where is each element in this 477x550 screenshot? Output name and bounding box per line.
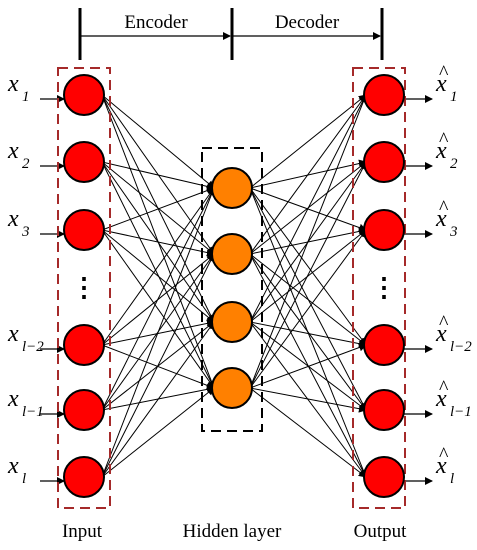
- output-node: [363, 456, 405, 498]
- input-label: x: [7, 321, 19, 347]
- encoder-edge: [101, 321, 215, 478]
- decoder-edge: [249, 94, 367, 189]
- output-node: [363, 389, 405, 431]
- output-label-subscript: l−2: [450, 339, 472, 355]
- hidden-layer-box: [201, 147, 263, 432]
- input-label: x: [7, 206, 19, 232]
- input-label-subscript: 1: [22, 89, 30, 105]
- input-ellipsis: ⋮: [71, 273, 97, 302]
- output-label: x: [435, 138, 447, 164]
- input-label: x: [7, 386, 19, 412]
- input-label-subscript: 2: [22, 156, 30, 172]
- output-label-hat: ^: [439, 197, 449, 219]
- input-label-subscript: 3: [21, 224, 30, 240]
- decoder-edge: [249, 387, 367, 478]
- output-label-subscript: 1: [450, 89, 458, 105]
- connections: [40, 94, 433, 485]
- input-label-subscript: l−1: [22, 404, 44, 420]
- encoder-edge: [101, 187, 216, 478]
- output-caption: Output: [354, 521, 408, 542]
- output-label-subscript: l: [450, 471, 454, 487]
- input-label: x: [7, 453, 19, 479]
- decoder-edge: [249, 94, 368, 389]
- hidden-node: [211, 301, 253, 343]
- output-label-hat: ^: [439, 312, 449, 334]
- input-layer-box: [57, 67, 111, 509]
- input-caption: Input: [62, 521, 103, 542]
- output-label-subscript: 3: [449, 224, 458, 240]
- output-label-hat: ^: [439, 129, 449, 151]
- decoder-edge: [249, 253, 367, 411]
- encoder-edge: [101, 387, 215, 478]
- input-node: [63, 389, 105, 431]
- decoder-edge: [249, 161, 367, 389]
- output-node: [363, 324, 405, 366]
- output-label-hat: ^: [439, 377, 449, 399]
- output-label: x: [435, 71, 447, 97]
- decoder-label: Decoder: [275, 12, 340, 33]
- hidden-caption: Hidden layer: [183, 521, 282, 542]
- input-node: [63, 456, 105, 498]
- output-label: x: [435, 206, 447, 232]
- hidden-node: [211, 367, 253, 409]
- encoder-edge: [101, 253, 215, 478]
- decoder-edge: [249, 94, 367, 323]
- output-label-hat: ^: [439, 62, 449, 84]
- input-label-subscript: l−2: [22, 339, 44, 355]
- encoder-edge: [101, 187, 215, 346]
- encoder-edge: [101, 229, 215, 389]
- decoder-edge: [249, 321, 367, 348]
- output-label: x: [435, 453, 447, 479]
- decoder-edge: [249, 343, 367, 389]
- input-label-subscript: l: [22, 471, 26, 487]
- output-label-subscript: l−1: [450, 404, 472, 420]
- output-label: x: [435, 386, 447, 412]
- output-label-hat: ^: [439, 444, 449, 466]
- decoder-edge: [249, 94, 367, 255]
- output-label-subscript: 2: [450, 156, 458, 172]
- output-node: [363, 141, 405, 183]
- input-node: [63, 209, 105, 251]
- encoder-edge: [101, 187, 215, 411]
- encoder-edge: [101, 229, 215, 323]
- output-node: [363, 74, 405, 116]
- output-node: [363, 209, 405, 251]
- input-node: [63, 74, 105, 116]
- hidden-node: [211, 233, 253, 275]
- encoder-edge: [101, 229, 215, 257]
- input-label: x: [7, 138, 19, 164]
- decoder-edge: [249, 229, 367, 389]
- encoder-edge: [101, 161, 215, 389]
- encoder-edge: [101, 186, 215, 231]
- encoder-edge: [101, 161, 215, 191]
- encoder-edge: [101, 94, 215, 189]
- input-node: [63, 324, 105, 366]
- decoder-edge: [249, 387, 367, 413]
- input-label: x: [7, 71, 19, 97]
- nodes: [63, 74, 405, 498]
- output-ellipsis: ⋮: [371, 273, 397, 302]
- decoder-edge: [249, 187, 367, 346]
- encoder-label: Encoder: [124, 12, 188, 33]
- encoder-edge: [101, 161, 215, 255]
- output-label: x: [435, 321, 447, 347]
- decoder-edge: [249, 253, 367, 346]
- input-node: [63, 141, 105, 183]
- hidden-node: [211, 167, 253, 209]
- output-layer-box: [352, 67, 406, 509]
